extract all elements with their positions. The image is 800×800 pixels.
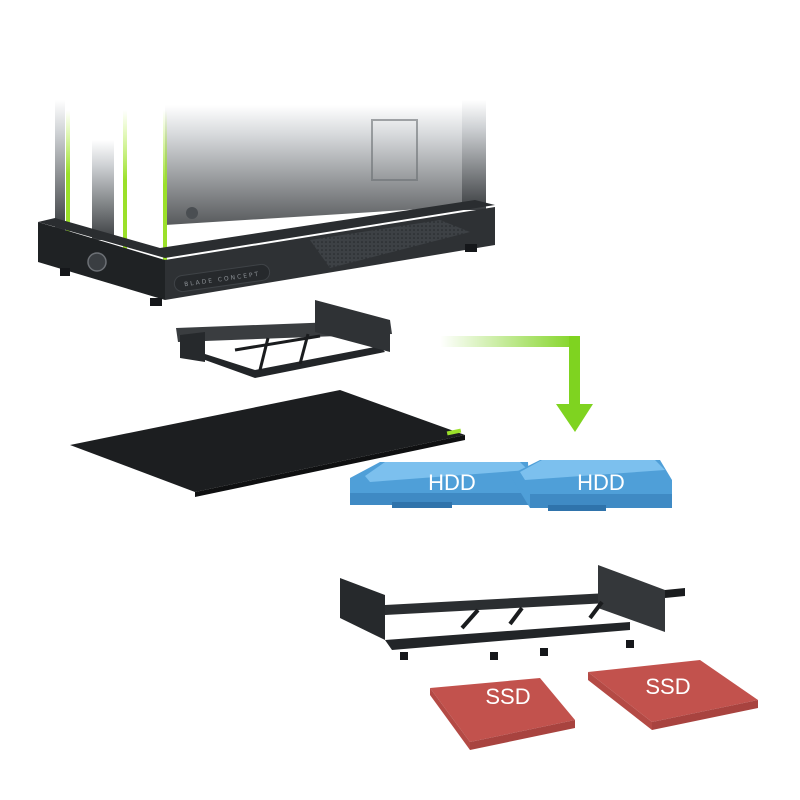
case-green-edge-2: [123, 110, 127, 250]
case-back-panel: [165, 105, 485, 225]
case-foot-front: [150, 298, 162, 306]
hdd-right: HDD: [510, 460, 672, 511]
case-foot-left: [60, 268, 70, 276]
ssd-right-label: SSD: [645, 674, 690, 699]
case-base-top: [38, 200, 495, 258]
case-green-edge-3: [163, 110, 167, 260]
arrow-shaft-horizontal: [440, 336, 580, 347]
case-green-edge-1: [66, 110, 70, 238]
ssd-left-label: SSD: [485, 684, 530, 709]
logo-badge-icon: [87, 252, 107, 272]
case-io-bracket: [371, 119, 418, 181]
bottom-cover-plate-edge: [195, 435, 465, 497]
case-foot-right: [465, 244, 477, 252]
case-left-frame: [55, 100, 65, 230]
plate-indicator: [446, 428, 462, 436]
hdd-left-label: HDD: [428, 470, 476, 495]
case-pillar: [92, 140, 114, 240]
ssd-right: SSD: [588, 660, 758, 730]
hdd-right-label: HDD: [577, 470, 625, 495]
hdd-left: HDD: [350, 462, 530, 508]
case-right-pillar: [462, 100, 486, 210]
case-mesh-vent: [310, 220, 470, 268]
arrow-down-icon: [556, 404, 593, 432]
upper-drive-bracket: [176, 300, 392, 378]
arrow-shaft-vertical: [569, 336, 580, 406]
install-arrow: [440, 336, 593, 432]
ssd-left: SSD: [430, 678, 575, 750]
bottom-cover-plate: [70, 390, 465, 492]
lower-drive-bracket: [340, 565, 685, 660]
case-standoff: [186, 207, 198, 219]
pc-case: BLADE CONCEPT: [38, 100, 495, 306]
